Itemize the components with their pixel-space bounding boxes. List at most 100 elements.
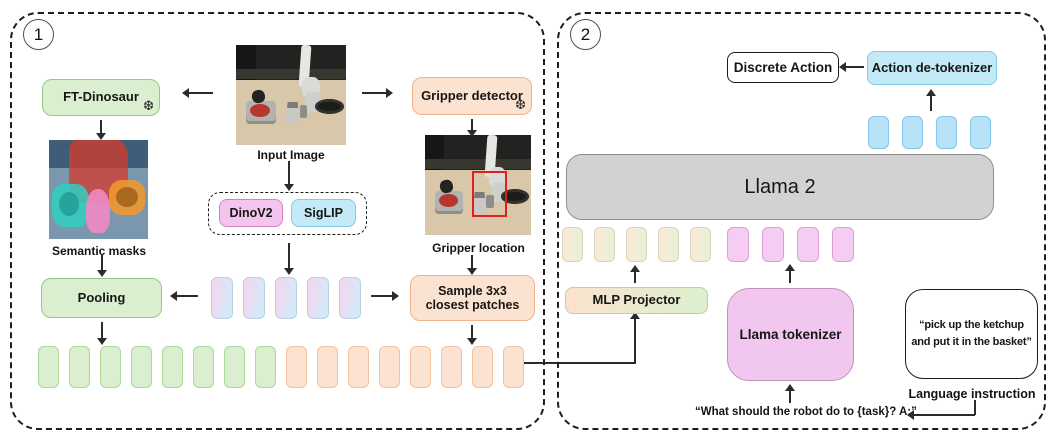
token	[162, 346, 183, 388]
vision-token-row	[211, 277, 361, 319]
arrow-tokenizer-to-tokens	[785, 264, 795, 283]
llama2-box: Llama 2	[566, 154, 994, 220]
action-token-row	[868, 116, 991, 149]
snowflake-icon: ❆	[515, 97, 526, 113]
moka-pot	[285, 102, 300, 123]
token	[275, 277, 297, 319]
gripper-bounding-box	[471, 171, 507, 217]
plate	[434, 178, 464, 214]
instruction-quote-box: “pick up the ketchup and put it in the b…	[905, 289, 1038, 379]
ft-dinosaur-box: FT-Dinosaur ❆	[42, 79, 160, 116]
token	[970, 116, 991, 149]
arrow-masks-to-pooling	[97, 254, 107, 277]
arrow-pooling-to-tokens	[97, 322, 107, 345]
mask-pan	[109, 179, 145, 216]
token	[307, 277, 329, 319]
arrow-prompt-to-tokenizer	[785, 384, 795, 403]
snowflake-icon: ❆	[143, 98, 154, 114]
action-detokenizer-box: Action de-tokenizer	[867, 51, 997, 85]
token	[410, 346, 431, 388]
arrow-tokens-to-pooling	[170, 291, 198, 301]
connector-tokens-to-mlp-vertical	[630, 312, 640, 363]
visual-token-row	[562, 227, 711, 262]
token	[339, 277, 361, 319]
token	[562, 227, 583, 262]
token	[100, 346, 121, 388]
token	[379, 346, 400, 388]
token	[594, 227, 615, 262]
ketchup	[250, 104, 270, 118]
token	[503, 346, 524, 388]
semantic-masks-image	[49, 140, 148, 239]
robot-gripper	[299, 105, 308, 118]
discrete-action-box: Discrete Action	[727, 52, 839, 83]
pan	[315, 99, 344, 114]
token	[286, 346, 307, 388]
arrow-location-to-sample	[467, 255, 477, 275]
section-2-number: 2	[570, 19, 601, 50]
arrow-sample-to-tokens	[467, 325, 477, 345]
mask-bottle	[85, 188, 111, 234]
arrow-input-to-ftdinosaur	[182, 88, 213, 98]
connector-instruction-vertical	[974, 400, 976, 415]
token	[936, 116, 957, 149]
arrow-input-to-encoders	[284, 161, 294, 191]
arrow-encoders-to-tokens	[284, 243, 294, 275]
section-2-panel	[557, 12, 1046, 430]
language-instruction-label: Language instruction	[908, 387, 1036, 401]
token	[762, 227, 784, 262]
input-image	[236, 45, 346, 145]
token	[224, 346, 245, 388]
gripper-location-image	[425, 135, 531, 235]
input-image-label: Input Image	[257, 148, 325, 162]
semantic-token-row	[38, 346, 276, 388]
pan	[501, 189, 529, 204]
token	[690, 227, 711, 262]
lid	[250, 88, 267, 105]
token	[38, 346, 59, 388]
token	[131, 346, 152, 388]
gripper-location-label: Gripper location	[432, 241, 525, 255]
arrow-mlp-to-tokens	[630, 265, 640, 283]
token	[658, 227, 679, 262]
token	[868, 116, 889, 149]
arrow-ftdinosaur-to-masks	[96, 120, 106, 140]
encoder-group-box	[208, 192, 367, 235]
token	[193, 346, 214, 388]
token	[69, 346, 90, 388]
token	[902, 116, 923, 149]
arrow-detokenizer-to-action	[839, 62, 864, 72]
connector-instruction-to-prompt	[907, 410, 975, 420]
moka-pot	[472, 192, 487, 213]
lid	[439, 178, 455, 195]
arrow-input-to-gripper-detector	[362, 88, 393, 98]
gripper-detector-box: Gripper detector ❆	[412, 77, 532, 115]
token	[797, 227, 819, 262]
token	[727, 227, 749, 262]
token	[243, 277, 265, 319]
ft-dinosaur-label: FT-Dinosaur	[63, 89, 139, 105]
token	[255, 346, 276, 388]
connector-tokens-to-mlp-horizontal	[524, 362, 636, 364]
pooling-box: Pooling	[41, 278, 162, 318]
token	[441, 346, 462, 388]
mask-plate	[51, 183, 89, 228]
mlp-projector-box: MLP Projector	[565, 287, 708, 314]
semantic-masks-label: Semantic masks	[51, 244, 147, 258]
token	[832, 227, 854, 262]
siglip-box: SigLIP	[291, 199, 356, 227]
scene-shelf	[236, 69, 346, 79]
patch-token-row	[286, 346, 524, 388]
token	[211, 277, 233, 319]
robot-gripper	[486, 195, 494, 208]
arrow-tokens-to-sample	[371, 291, 399, 301]
gripper-detector-label: Gripper detector	[421, 87, 523, 103]
token	[626, 227, 647, 262]
arrow-detector-to-location	[467, 119, 477, 137]
dinov2-box: DinoV2	[219, 199, 283, 227]
token	[317, 346, 338, 388]
ketchup	[438, 194, 458, 208]
token	[472, 346, 493, 388]
prompt-text: “What should the robot do to {task}? A:”	[695, 406, 917, 418]
